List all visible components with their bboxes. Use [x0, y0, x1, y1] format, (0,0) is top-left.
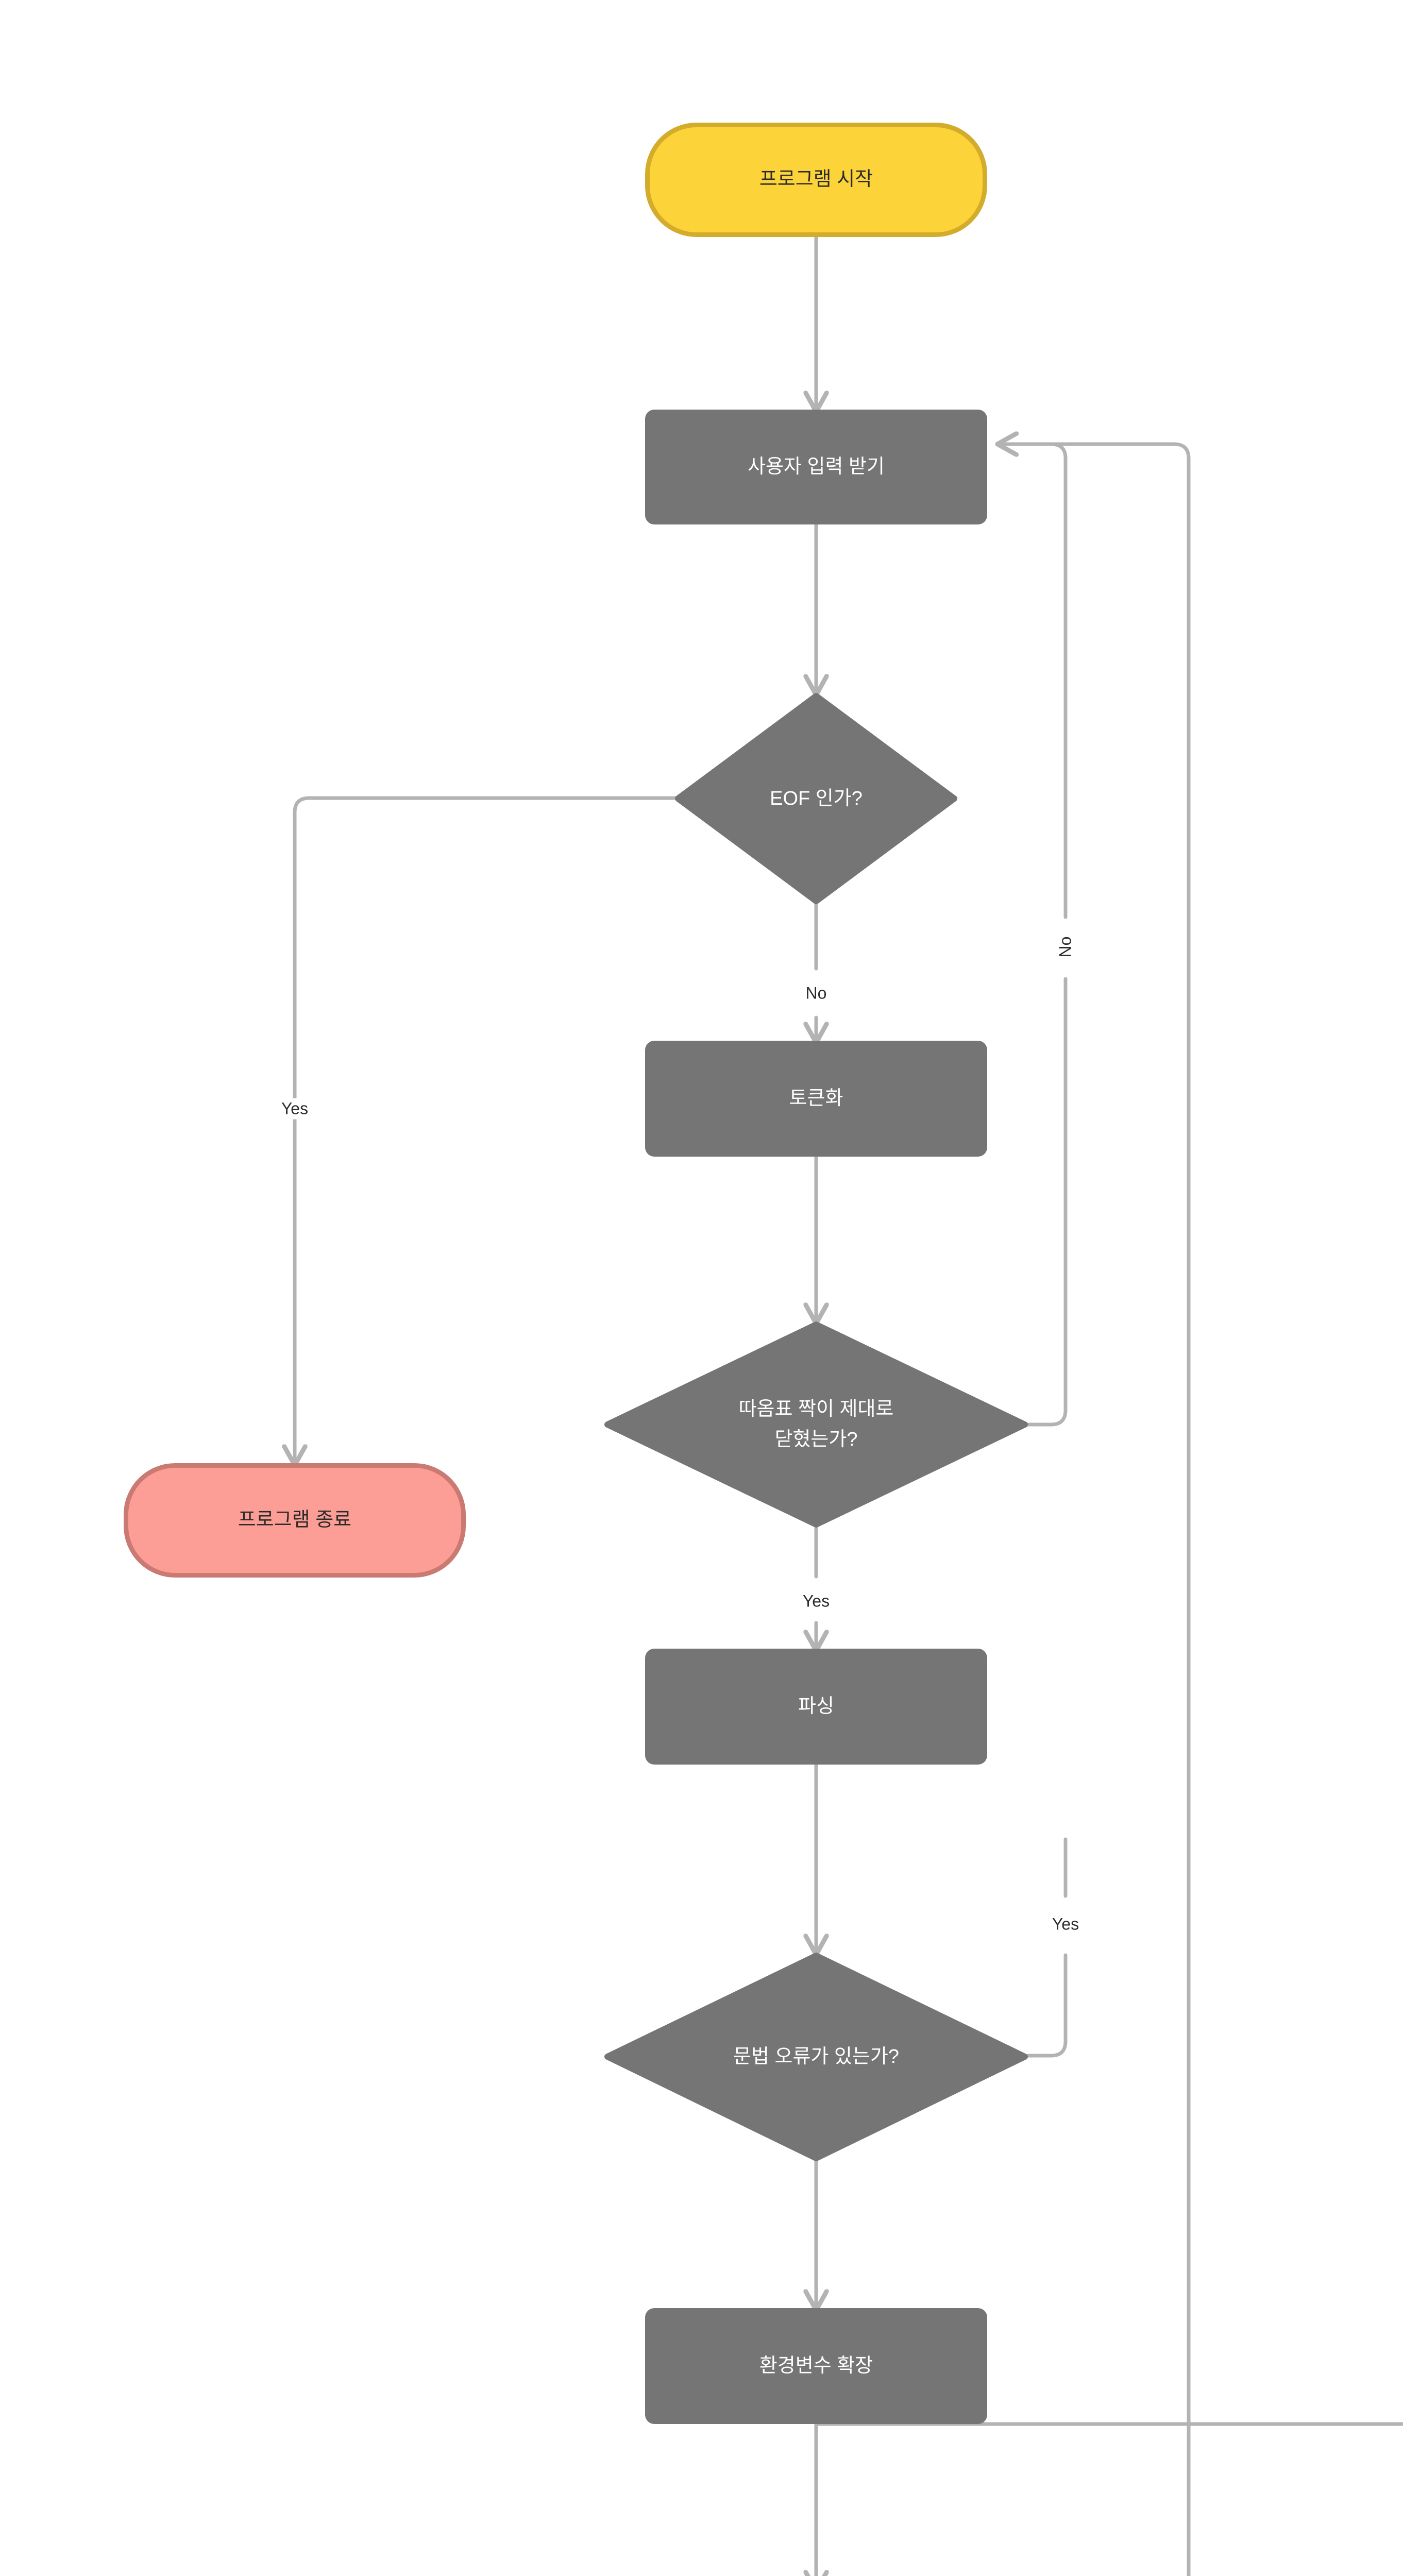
- node-tokenize-label: 토큰화: [789, 1087, 843, 1109]
- edge-label-eof-yes: Yes: [277, 1098, 313, 1120]
- node-start-label: 프로그램 시작: [759, 168, 873, 191]
- edge-label-syntax-yes: Yes: [1047, 1913, 1084, 1935]
- node-expand-env[interactable]: 환경변수 확장: [645, 2308, 987, 2424]
- edge-eof-to-exit: [295, 796, 677, 1463]
- diamond-shape: [604, 1953, 1028, 2161]
- node-parse-label: 파싱: [798, 1695, 834, 1717]
- edge-label-quote-no: No: [1055, 932, 1076, 962]
- edge-quote-to-read-2: [1000, 444, 1068, 919]
- node-exit-label: 프로그램 종료: [238, 1509, 352, 1531]
- edge-label-eof-no: No: [801, 982, 831, 1004]
- node-expand-env-label: 환경변수 확장: [759, 2354, 873, 2377]
- edge-expand-to-unquote: [816, 2422, 1403, 2576]
- node-eof-decision[interactable]: EOF 인가?: [675, 693, 957, 904]
- node-parse[interactable]: 파싱: [645, 1649, 987, 1765]
- edge-label-quote-yes: Yes: [798, 1590, 834, 1612]
- edge-quote-to-read: [1026, 977, 1068, 1427]
- node-read-input[interactable]: 사용자 입력 받기: [645, 410, 987, 524]
- edge-syntax-to-read: [1026, 1953, 1068, 2058]
- diamond-shape: [604, 1321, 1028, 1528]
- node-quote-decision[interactable]: 따옴표 짝이 제대로 닫혔는가?: [604, 1321, 1028, 1528]
- node-exit[interactable]: 프로그램 종료: [124, 1463, 466, 1578]
- node-read-input-label: 사용자 입력 받기: [748, 455, 885, 478]
- node-syntax-decision[interactable]: 문법 오류가 있는가?: [604, 1953, 1028, 2161]
- edge-execute-to-read: [998, 444, 1191, 2576]
- node-start[interactable]: 프로그램 시작: [645, 123, 987, 237]
- diamond-shape: [675, 693, 957, 904]
- node-tokenize[interactable]: 토큰화: [645, 1041, 987, 1157]
